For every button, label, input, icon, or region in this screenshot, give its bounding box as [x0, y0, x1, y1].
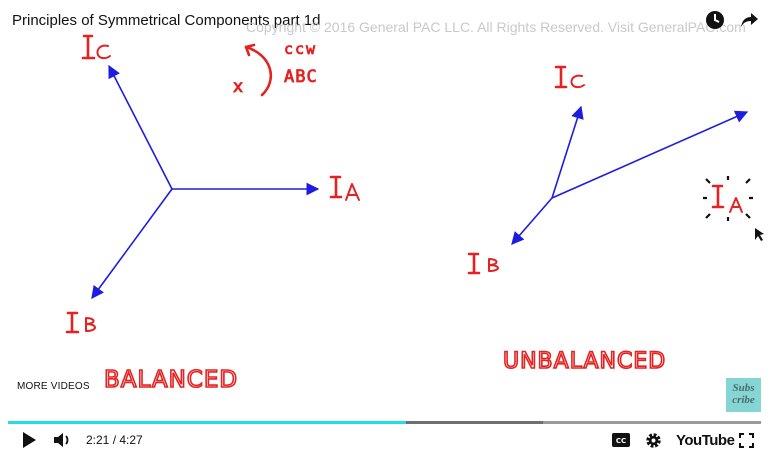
progress-played — [8, 421, 406, 424]
video-frame: ccw ABC x — [65, 34, 764, 394]
label-unbalanced-ia — [703, 176, 764, 241]
balanced-label: BALANCED — [104, 367, 238, 393]
balanced-vector-c — [108, 64, 173, 190]
fullscreen-icon[interactable] — [737, 429, 755, 451]
label-balanced-ia — [329, 175, 360, 201]
time-display: 2:21 / 4:27 — [86, 433, 143, 447]
youtube-logo[interactable]: YouTube — [676, 432, 735, 449]
more-videos-link[interactable]: MORE VIDEOS — [17, 381, 90, 392]
progress-bar[interactable] — [8, 421, 761, 424]
unbalanced-vector-a — [551, 110, 749, 199]
video-title[interactable]: Principles of Symmetrical Components par… — [12, 12, 321, 29]
balanced-vector-b — [91, 188, 173, 300]
settings-icon[interactable] — [643, 429, 663, 451]
watch-later-icon[interactable] — [703, 8, 727, 32]
label-balanced-ic — [81, 34, 111, 60]
control-bar: 2:21 / 4:27 CC YouTube — [0, 425, 769, 454]
svg-text:CC: CC — [616, 437, 626, 445]
rotation-mark: x — [233, 77, 243, 97]
play-icon[interactable] — [20, 429, 38, 451]
label-balanced-ib — [65, 311, 96, 334]
share-icon[interactable] — [737, 8, 761, 32]
unbalanced-vector-c — [551, 105, 584, 199]
rotation-arrow: ccw ABC x — [233, 40, 318, 98]
unbalanced-vector-b — [511, 197, 553, 245]
balanced-phasors — [91, 64, 320, 300]
unbalanced-phasors — [511, 105, 749, 245]
subscribe-button[interactable]: Subs cribe — [726, 378, 761, 412]
copyright-watermark: Copyright © 2016 General PAC LLC. All Ri… — [246, 19, 746, 35]
volume-icon[interactable] — [53, 429, 73, 451]
progress-loaded — [405, 421, 543, 424]
label-unbalanced-ib — [467, 252, 499, 275]
unbalanced-label: UNBALANCED — [503, 349, 666, 374]
label-unbalanced-ic — [554, 65, 585, 89]
captions-icon[interactable]: CC — [611, 429, 631, 451]
rotation-label-top: ccw — [284, 40, 317, 58]
rotation-label-bottom: ABC — [284, 67, 318, 87]
